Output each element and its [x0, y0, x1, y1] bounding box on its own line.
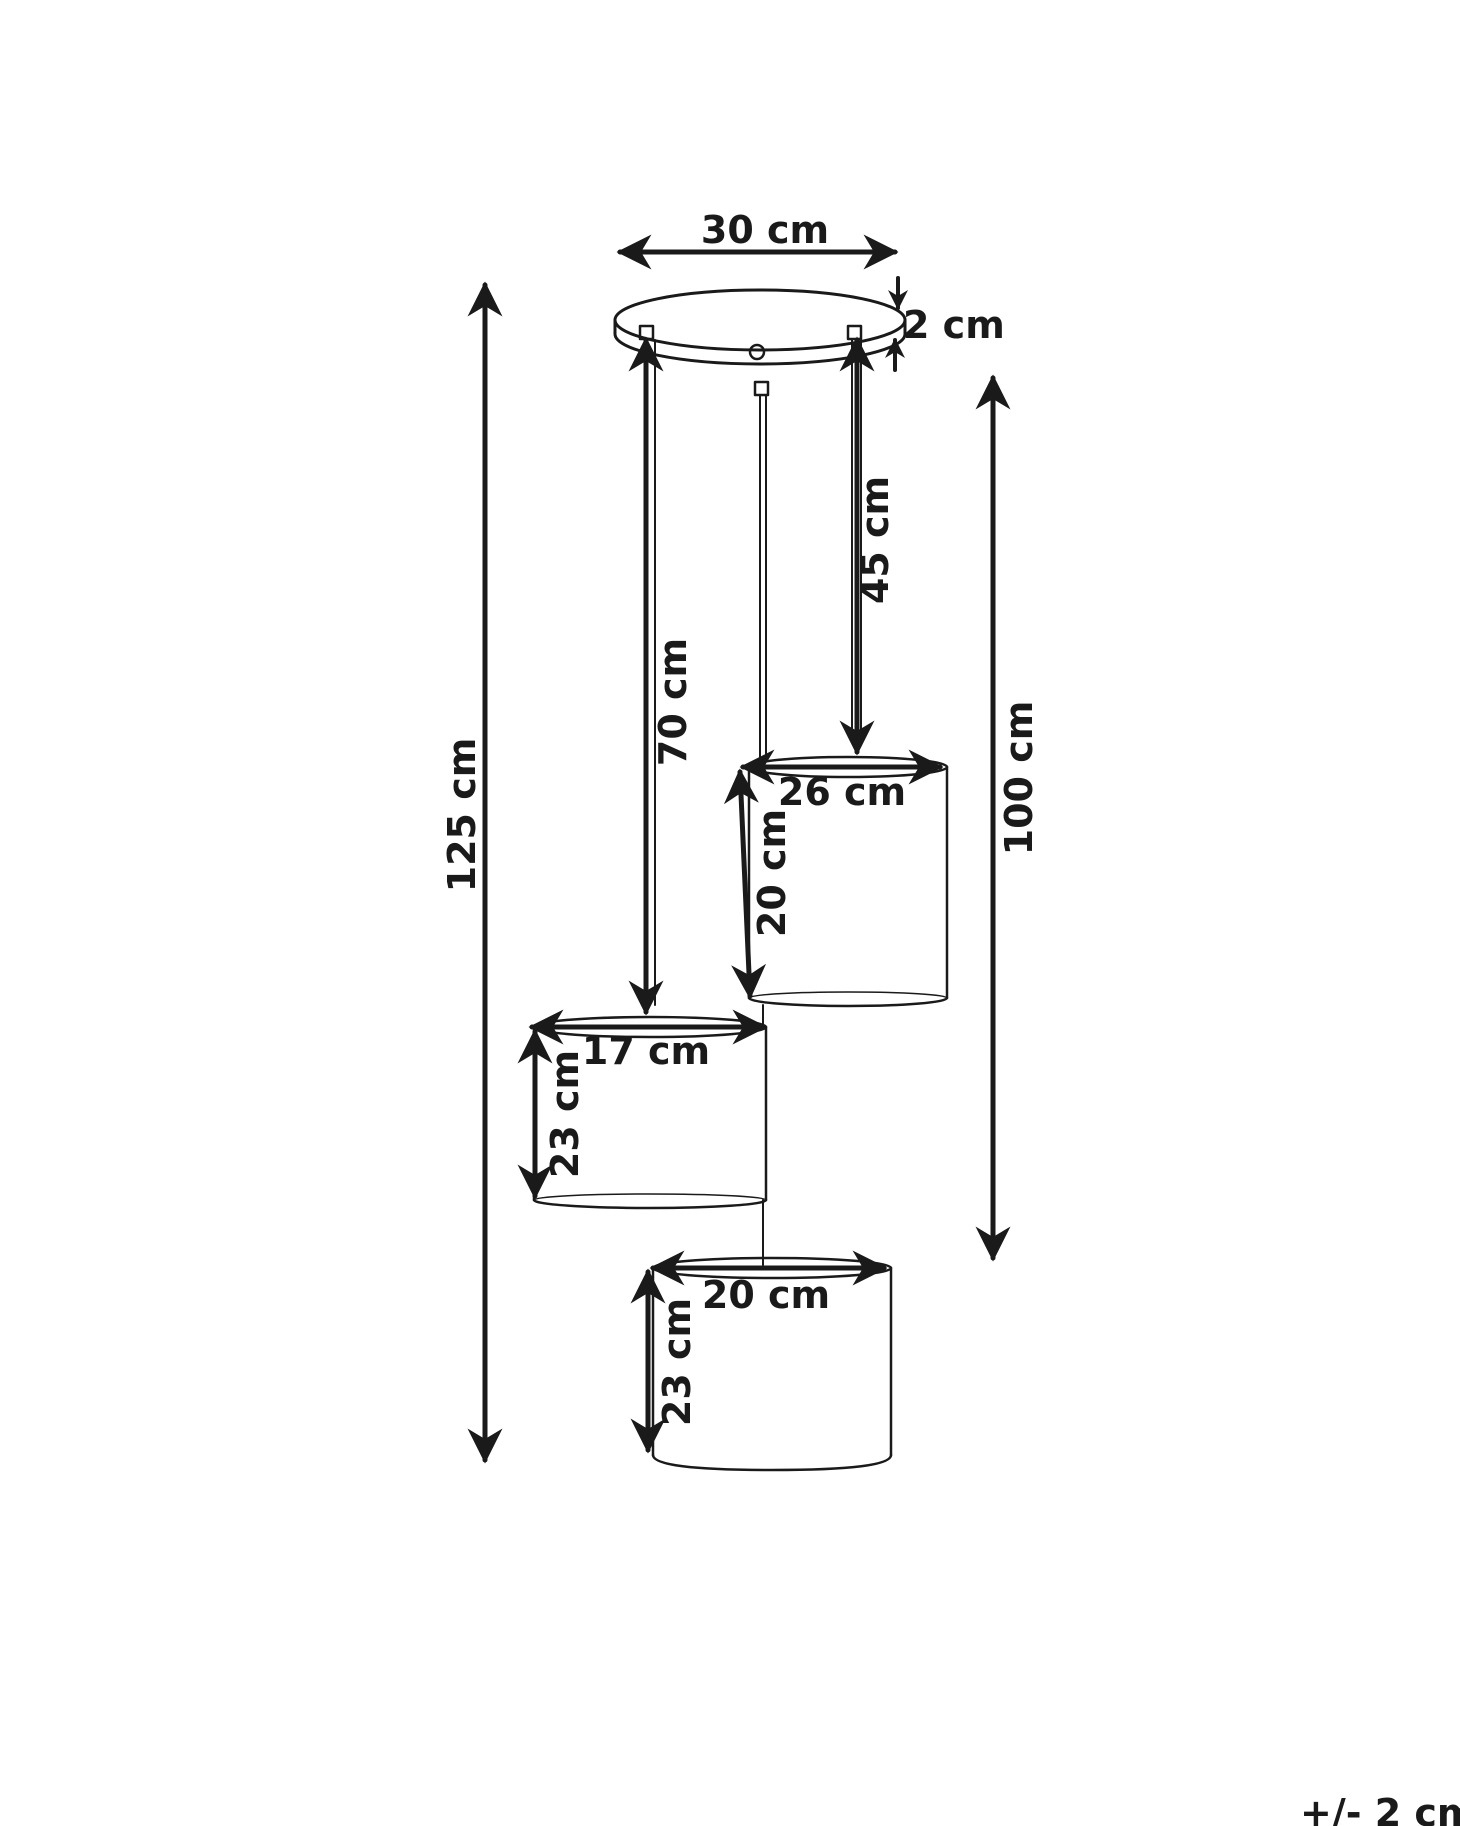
dimension-labels: 30 cm 2 cm 125 cm 70 cm 45 cm 100 cm 26 … — [440, 208, 1460, 1826]
shade-right-height-label: 20 cm — [750, 809, 794, 937]
cable-short-label: 45 cm — [853, 476, 897, 604]
shade-left-width-label: 17 cm — [582, 1029, 710, 1073]
mid-height-label: 100 cm — [997, 701, 1041, 856]
canopy-height-label: 2 cm — [903, 303, 1005, 347]
shade-left-height-label: 23 cm — [543, 1050, 587, 1178]
canopy-width-label: 30 cm — [701, 208, 829, 252]
tolerance-note: +/- 2 cm — [1300, 1791, 1460, 1826]
dimension-lines — [467, 234, 1011, 1464]
shade-bottom-height-label: 23 cm — [655, 1298, 699, 1426]
shade-right-width-label: 26 cm — [778, 770, 906, 814]
shade-right-height-arrow — [723, 768, 767, 1000]
cable-long-label: 70 cm — [651, 638, 695, 766]
shade-bottom-width-label: 20 cm — [702, 1273, 830, 1317]
total-height-label: 125 cm — [440, 738, 484, 893]
